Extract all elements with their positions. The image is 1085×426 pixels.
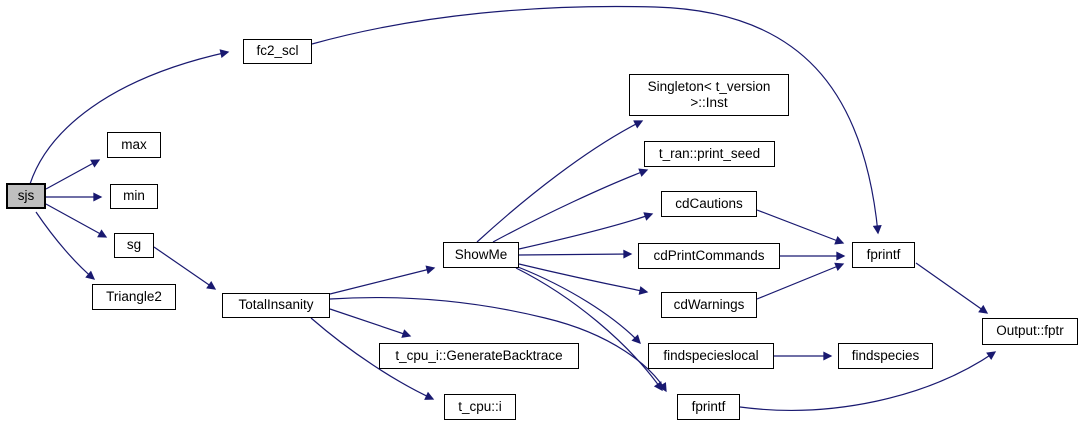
graph-node-findspecies[interactable]: findspecies — [838, 343, 933, 369]
edge-sjs-to-sg — [45, 203, 108, 238]
graph-node-max[interactable]: max — [107, 132, 161, 158]
edge-sg-to-totalinsanity — [153, 246, 217, 290]
edge-cdcautions-to-fprintf_r — [756, 209, 845, 245]
edge-sjs-to-fc2_scl — [29, 49, 230, 185]
edge-fc2_scl-to-fprintf_r — [311, 5, 882, 235]
graph-node-sjs[interactable]: sjs — [6, 183, 46, 209]
edge-totalinsanity-to-t_cpu_i — [310, 317, 435, 400]
edge-showme-to-fprintf_b — [515, 267, 663, 392]
edge-cdwarnings-to-fprintf_r — [756, 262, 845, 300]
graph-node-output_fptr[interactable]: Output::fptr — [982, 318, 1078, 345]
edge-group — [29, 5, 997, 411]
graph-node-cdcautions[interactable]: cdCautions — [661, 191, 757, 217]
edge-totalinsanity-to-showme — [329, 265, 436, 295]
graph-node-triangle2[interactable]: Triangle2 — [92, 284, 176, 310]
graph-node-generatebacktrace[interactable]: t_cpu_i::GenerateBacktrace — [379, 343, 579, 369]
edge-fprintf_b-to-output_fptr — [739, 351, 997, 411]
graph-node-print_seed[interactable]: t_ran::print_seed — [644, 141, 775, 167]
graph-node-fprintf_r[interactable]: fprintf — [852, 242, 915, 268]
graph-node-cdprintcommands[interactable]: cdPrintCommands — [638, 243, 780, 269]
edge-fprintf_r-to-output_fptr — [915, 262, 989, 314]
edge-showme-to-cdcautions — [518, 212, 654, 250]
edge-sjs-to-max — [45, 159, 101, 190]
edge-showme-to-singleton_inst — [476, 120, 644, 243]
edge-showme-to-cdprintcommands — [518, 249, 633, 259]
edge-sjs-to-triangle2 — [35, 211, 96, 280]
edge-showme-to-cdwarnings — [518, 263, 649, 295]
graph-node-sg[interactable]: sg — [114, 233, 154, 258]
edge-showme-to-findspecieslocal — [517, 266, 641, 344]
graph-node-totalinsanity[interactable]: TotalInsanity — [222, 293, 330, 318]
edge-totalinsanity-to-generatebacktrace — [329, 308, 412, 338]
edge-totalinsanity-to-fprintf_b — [329, 296, 667, 393]
graph-node-showme[interactable]: ShowMe — [443, 242, 519, 268]
graph-node-fc2_scl[interactable]: fc2_scl — [243, 39, 312, 64]
edge-showme-to-print_seed — [492, 168, 649, 243]
graph-node-cdwarnings[interactable]: cdWarnings — [661, 292, 757, 318]
graph-node-fprintf_b[interactable]: fprintf — [677, 394, 740, 420]
graph-node-singleton_inst[interactable]: Singleton< t_version >::Inst — [629, 74, 789, 116]
graph-node-findspecieslocal[interactable]: findspecieslocal — [648, 343, 774, 369]
graph-node-min[interactable]: min — [110, 184, 158, 209]
graph-node-t_cpu_i[interactable]: t_cpu::i — [444, 394, 516, 420]
